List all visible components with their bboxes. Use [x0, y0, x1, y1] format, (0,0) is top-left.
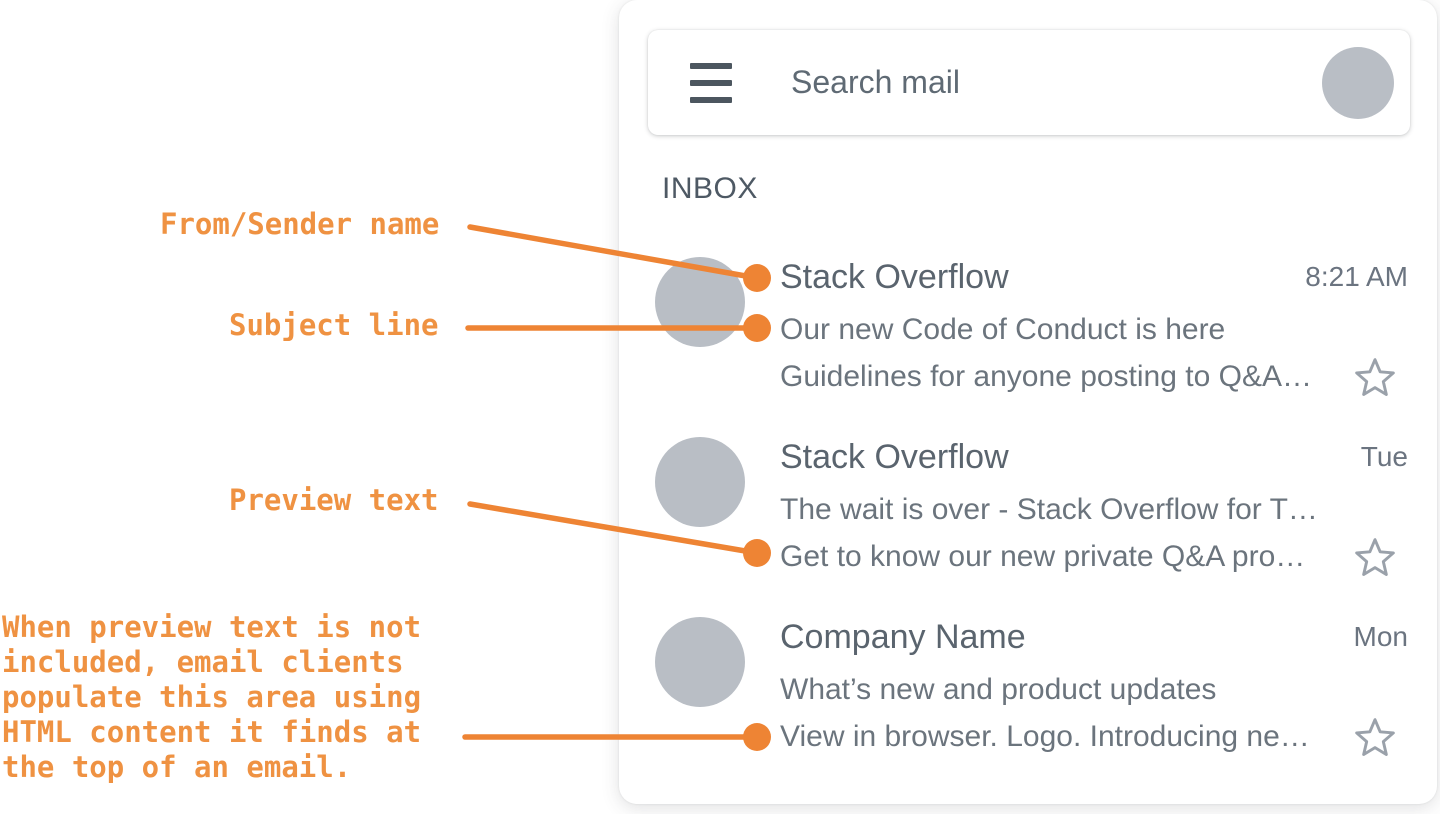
email-time: Tue: [1360, 441, 1408, 472]
sender-avatar: [655, 617, 745, 707]
email-preview: Guidelines for anyone posting to Q&A…: [780, 360, 1312, 393]
star-icon[interactable]: [1353, 716, 1397, 760]
annotation-subject-label: Subject line: [229, 308, 439, 342]
search-bar[interactable]: Search mail: [648, 30, 1410, 135]
email-sender: Stack Overflow: [780, 438, 1009, 476]
sender-avatar: [655, 437, 745, 527]
inbox-section-label: INBOX: [662, 172, 758, 205]
email-row[interactable]: Stack Overflow 8:21 AM Our new Code of C…: [655, 257, 1408, 403]
annotation-from-sender-label: From/Sender name: [160, 207, 440, 241]
email-time: Mon: [1353, 621, 1408, 652]
search-input[interactable]: Search mail: [791, 64, 960, 100]
annotation-preview-label: Preview text: [229, 483, 439, 517]
annotation-note-text: When preview text is not included, email…: [2, 610, 422, 784]
email-subject: What’s new and product updates: [780, 673, 1217, 706]
sender-avatar: [655, 257, 745, 347]
email-time: 8:21 AM: [1305, 261, 1408, 292]
profile-avatar[interactable]: [1322, 46, 1394, 119]
email-subject: Our new Code of Conduct is here: [780, 313, 1226, 346]
email-subject: The wait is over - Stack Overflow for T…: [780, 493, 1318, 526]
email-preview: Get to know our new private Q&A pro…: [780, 540, 1306, 573]
star-icon[interactable]: [1353, 356, 1397, 400]
email-preview: View in browser. Logo. Introducing ne…: [780, 720, 1310, 753]
email-sender: Company Name: [780, 618, 1026, 656]
email-client-card: Search mail INBOX Stack Overflow 8:21 AM…: [619, 0, 1437, 804]
email-row[interactable]: Stack Overflow Tue The wait is over - St…: [655, 437, 1408, 583]
email-sender: Stack Overflow: [780, 258, 1009, 296]
star-icon[interactable]: [1353, 536, 1397, 580]
hamburger-menu-icon[interactable]: [690, 63, 732, 103]
email-row[interactable]: Company Name Mon What’s new and product …: [655, 617, 1408, 763]
